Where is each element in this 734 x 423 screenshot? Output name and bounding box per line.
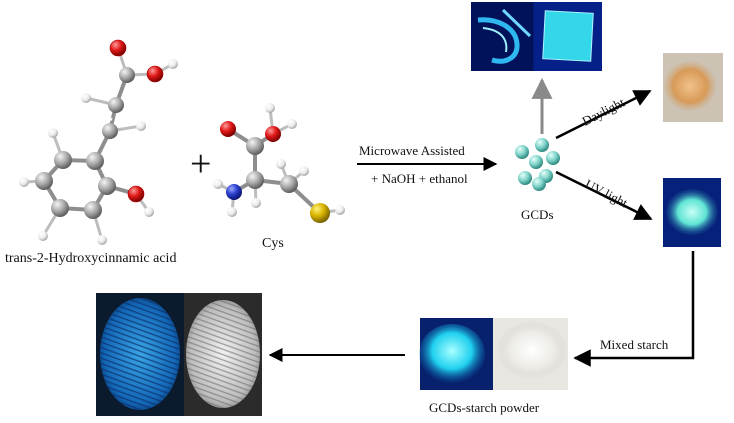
daylight-label: Daylight xyxy=(580,94,628,128)
molecule-cysteine-icon xyxy=(213,103,345,223)
arrow-bottom-label: + NaOH + ethanol xyxy=(371,171,468,186)
starch-powder-photo-icon xyxy=(419,318,568,390)
uv-light-label: UV light xyxy=(583,176,631,210)
mixed-starch-label: Mixed starch xyxy=(600,337,669,352)
composite-label: GCDs-starch powder xyxy=(429,400,540,415)
daylight-powder-photo-icon xyxy=(663,53,723,122)
fingerprint-photo-icon xyxy=(96,293,262,416)
daylight-arrow xyxy=(555,89,652,140)
gcds-dot-cluster-icon xyxy=(515,138,560,191)
reactant1-label: trans-2-Hydroxycinnamic acid xyxy=(5,251,176,266)
uv-powder-photo-icon xyxy=(663,178,721,247)
uv-arrow xyxy=(555,170,653,221)
arrow-top-label: Microwave Assisted xyxy=(359,143,465,158)
plus-sign: + xyxy=(190,143,211,185)
reactant2-label: Cys xyxy=(262,236,284,251)
molecule-hydroxycinnamic-acid-icon xyxy=(19,39,178,245)
film-photos-icon xyxy=(471,2,602,71)
mixed-starch-arrow xyxy=(573,251,695,367)
product-label: GCDs xyxy=(521,207,554,222)
